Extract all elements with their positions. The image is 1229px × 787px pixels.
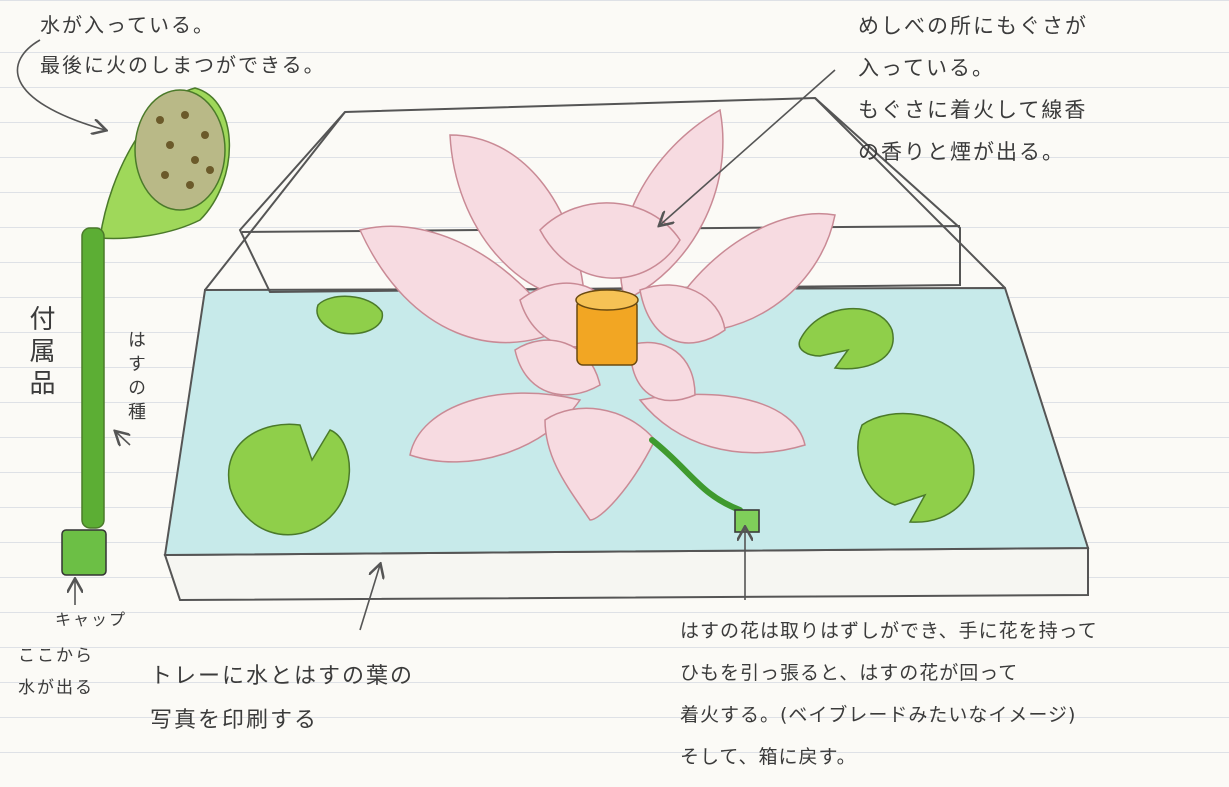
- annotation-lotus-seed-pod: はすの種: [125, 330, 146, 426]
- annotation-flower-detach: はすの花は取りはずしができ、手に花を持って ひもを引っ張ると、はすの花が回って …: [680, 620, 1098, 768]
- annotation-accessory: 付属品: [25, 305, 55, 401]
- annotation-water-outlet: ここから 水が出る: [18, 646, 94, 698]
- box-left-edge: [204, 111, 346, 291]
- lily-pad-back-right: [798, 308, 894, 370]
- lily-pad-right: [857, 412, 975, 523]
- lily-pads: [227, 295, 975, 536]
- lily-pad-left: [227, 423, 351, 536]
- leader-lines: [16, 39, 836, 631]
- lily-pad-back-left: [316, 295, 384, 335]
- annotation-pistil-mugwort: めしべの所にもぐさが 入っている。 もぐさに着火して線香 の香りと煙が出る。: [858, 14, 1088, 164]
- annotation-seed-pod-water: 水が入っている。 最後に火のしまつができる。: [40, 13, 326, 77]
- annotation-cap: キャップ: [55, 610, 128, 629]
- tray-front-edge: [163, 546, 1089, 602]
- box-right-edge: [814, 97, 1006, 289]
- annotation-tray-print: トレーに水とはすの葉の 写真を印刷する: [150, 664, 415, 733]
- lotus-pistil: [575, 289, 639, 366]
- lotus-seed-pod-accessory: [61, 87, 231, 576]
